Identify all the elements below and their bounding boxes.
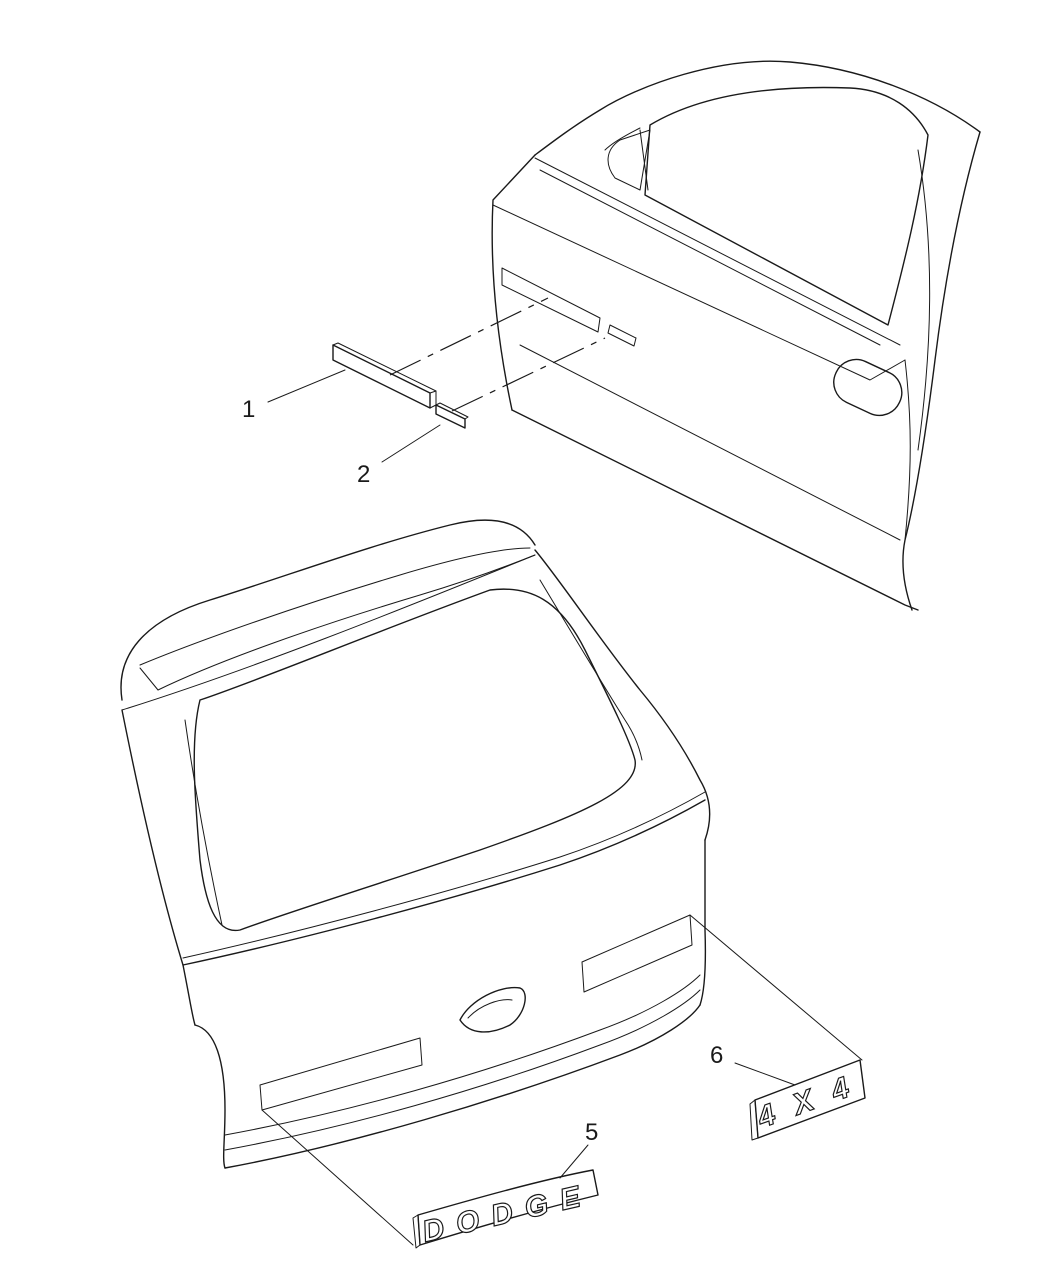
stripe-decal-part-2 (435, 402, 469, 429)
callout-5-number: 5 (585, 1119, 598, 1146)
liftgate (120, 519, 711, 1169)
leader-dashed-part-2 (451, 337, 606, 412)
leader-part-6 (689, 914, 863, 1061)
dodge-nameplate-text: DODGE (419, 1180, 587, 1249)
4x4-badge-part-6: 4X4 (749, 1059, 866, 1141)
leader-part-5 (261, 1109, 414, 1246)
stripe-decal-part-1 (332, 342, 437, 409)
callout-1: 1 (242, 369, 346, 423)
callout-2-number: 2 (357, 461, 370, 488)
callout-6: 6 (710, 1042, 796, 1086)
4x4-badge-text: 4X4 (752, 1071, 854, 1135)
leader-dashed-part-1 (389, 297, 549, 376)
callout-5: 5 (559, 1119, 598, 1179)
callout-1-number: 1 (242, 396, 255, 423)
callout-2: 2 (357, 424, 441, 488)
front-door (491, 60, 981, 611)
dodge-nameplate-part-5: DODGE (412, 1169, 599, 1249)
callout-6-number: 6 (710, 1042, 723, 1069)
